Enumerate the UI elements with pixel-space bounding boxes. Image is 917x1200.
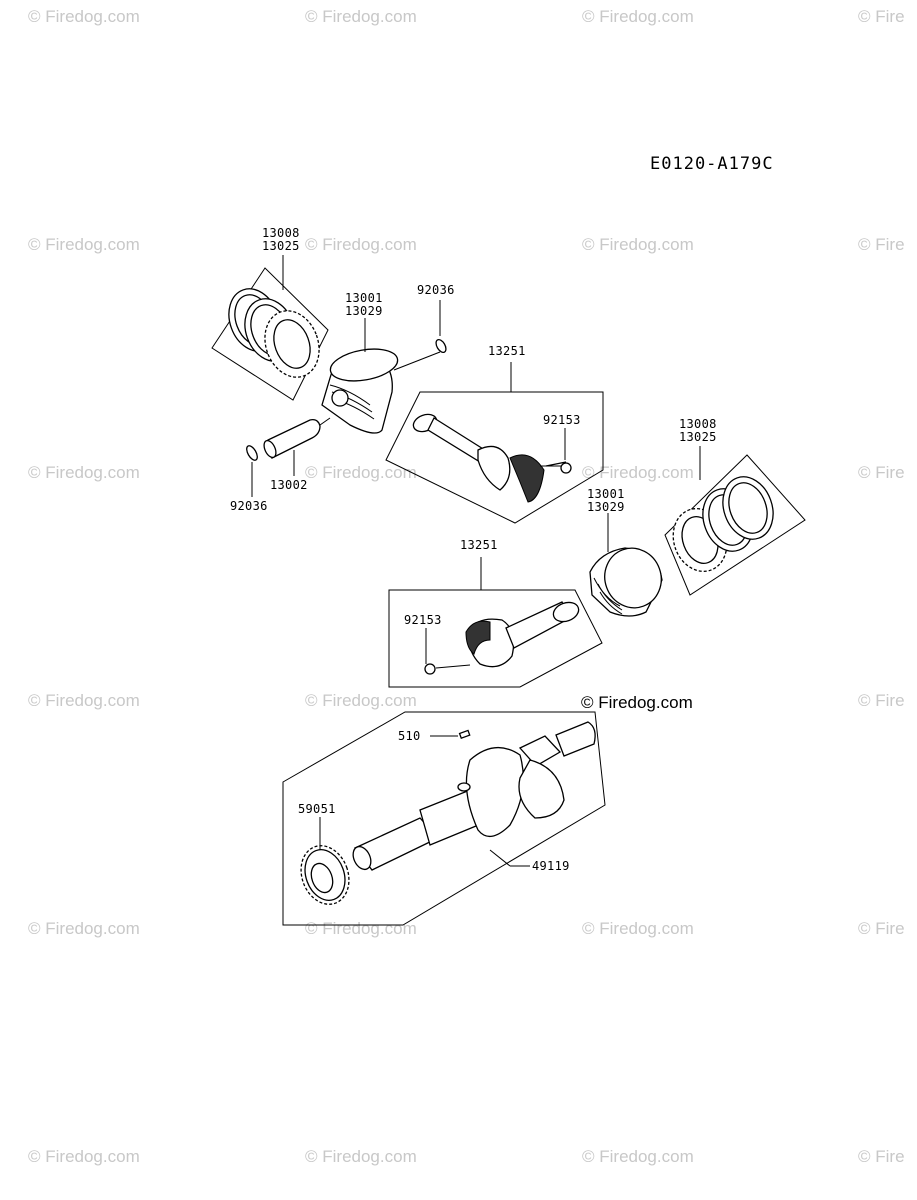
- watermark: © Firedog.com: [305, 235, 417, 254]
- diagram-code: E0120-A179C: [650, 154, 774, 174]
- callout-gear: 59051: [298, 802, 336, 816]
- watermark: © Firedog.com: [582, 7, 694, 26]
- callout-pin: 13002: [270, 478, 308, 492]
- callout-piston-right-b: 13029: [587, 500, 625, 514]
- crankshaft: [282, 711, 606, 926]
- watermark: © Firedog.com: [305, 691, 417, 710]
- callout-rings-right-a: 13008: [679, 417, 717, 431]
- callout-crankshaft: 49119: [532, 859, 570, 873]
- clip-top: [435, 338, 447, 354]
- callout-bolt-mid: 92153: [404, 613, 442, 627]
- callout-conrod-top: 13251: [488, 344, 526, 358]
- callout-piston-right-a: 13001: [587, 487, 625, 501]
- conrod-mid: [388, 589, 603, 688]
- watermark: © Firedog.com: [582, 235, 694, 254]
- watermark: © Firedog.com: [305, 7, 417, 26]
- callout-clip-bottom: 92036: [230, 499, 268, 513]
- callout-rings-top-a: 13008: [262, 226, 300, 240]
- watermark: © Fire: [858, 1147, 905, 1166]
- watermark: © Firedog.com: [582, 463, 694, 482]
- watermark: © Firedog.com: [582, 1147, 694, 1166]
- watermark: © Fire: [858, 691, 905, 710]
- callout-rings-top-b: 13025: [262, 239, 300, 253]
- callout-piston-top-b: 13029: [345, 304, 383, 318]
- callout-key: 510: [398, 729, 421, 743]
- watermark: © Firedog.com: [305, 919, 417, 938]
- watermark: © Firedog.com: [28, 7, 140, 26]
- watermark: © Fire: [858, 7, 905, 26]
- watermark-grid: © Firedog.com © Firedog.com © Firedog.co…: [28, 7, 905, 1166]
- callout-piston-top-a: 13001: [345, 291, 383, 305]
- watermark: © Firedog.com: [582, 919, 694, 938]
- watermark: © Firedog.com: [28, 919, 140, 938]
- callout-rings-right-b: 13025: [679, 430, 717, 444]
- watermark: © Firedog.com: [28, 691, 140, 710]
- callout-bolt-top: 92153: [543, 413, 581, 427]
- piston-rings-top: [211, 267, 329, 401]
- site-credit: © Firedog.com: [581, 693, 693, 712]
- watermark: © Firedog.com: [28, 235, 140, 254]
- clip-bottom: [246, 445, 258, 461]
- conrod-top: [385, 391, 604, 524]
- piston-top: [321, 348, 441, 434]
- watermark: © Fire: [858, 235, 905, 254]
- piston-rings-right: [664, 454, 806, 596]
- watermark: © Firedog.com: [28, 1147, 140, 1166]
- watermark: © Firedog.com: [305, 463, 417, 482]
- callout-clip-top: 92036: [417, 283, 455, 297]
- piston-pin: [263, 417, 331, 459]
- callout-conrod-mid: 13251: [460, 538, 498, 552]
- watermark: © Firedog.com: [28, 463, 140, 482]
- watermark: © Fire: [858, 463, 905, 482]
- piston-right: [589, 547, 663, 617]
- watermark: © Firedog.com: [305, 1147, 417, 1166]
- watermark: © Fire: [858, 919, 905, 938]
- timing-gear: [300, 845, 350, 905]
- key: [458, 729, 471, 740]
